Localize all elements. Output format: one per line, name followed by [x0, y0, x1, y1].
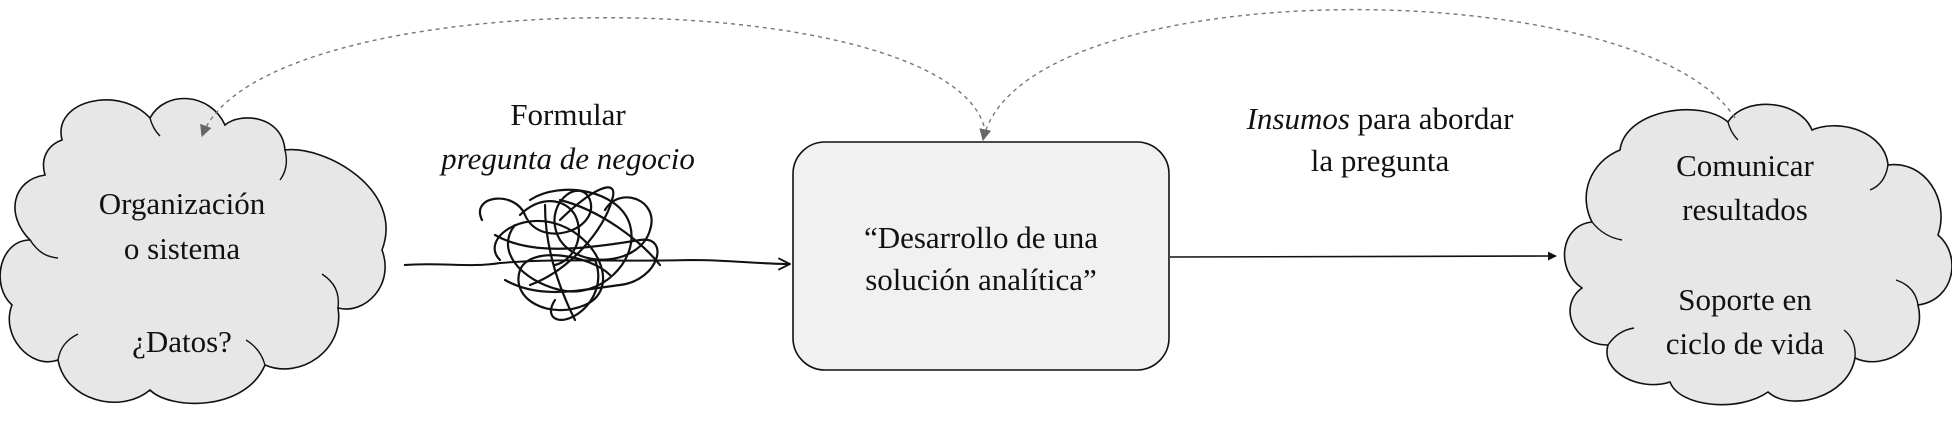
communicate-label-line2: resultados — [1682, 192, 1808, 227]
question-label-line2: pregunta de negocio — [441, 141, 695, 176]
inputs-label-italic: Insumos — [1246, 101, 1350, 136]
communicate-cloud — [1563, 103, 1952, 406]
support-label-line2: ciclo de vida — [1665, 326, 1825, 361]
solution-label-line2: solución analítica” — [865, 262, 1097, 297]
communicate-label-line1: Comunicar — [1676, 148, 1814, 183]
solution-box — [792, 141, 1170, 371]
support-label-line1: Soporte en — [1678, 282, 1812, 317]
inputs-label-line1: Insumos para abordar — [1200, 97, 1560, 141]
solution-label-line1: “Desarrollo de una — [863, 220, 1099, 255]
datos-label: ¿Datos? — [132, 324, 232, 359]
feedback-arrow-to-solution — [979, 8, 1736, 142]
tangled-question-scribble — [478, 186, 662, 322]
question-label-line1: Formular — [510, 97, 626, 132]
inputs-label-line2: la pregunta — [1310, 143, 1450, 178]
inputs-label-rest: para abordar — [1349, 101, 1514, 136]
organization-label-line1: Organización — [98, 186, 266, 221]
organization-cloud — [0, 97, 387, 405]
question-arrow — [403, 260, 790, 265]
feedback-arrow-to-organization — [200, 17, 985, 138]
organization-label-line2: o sistema — [123, 231, 241, 266]
inputs-arrow — [1169, 251, 1557, 261]
